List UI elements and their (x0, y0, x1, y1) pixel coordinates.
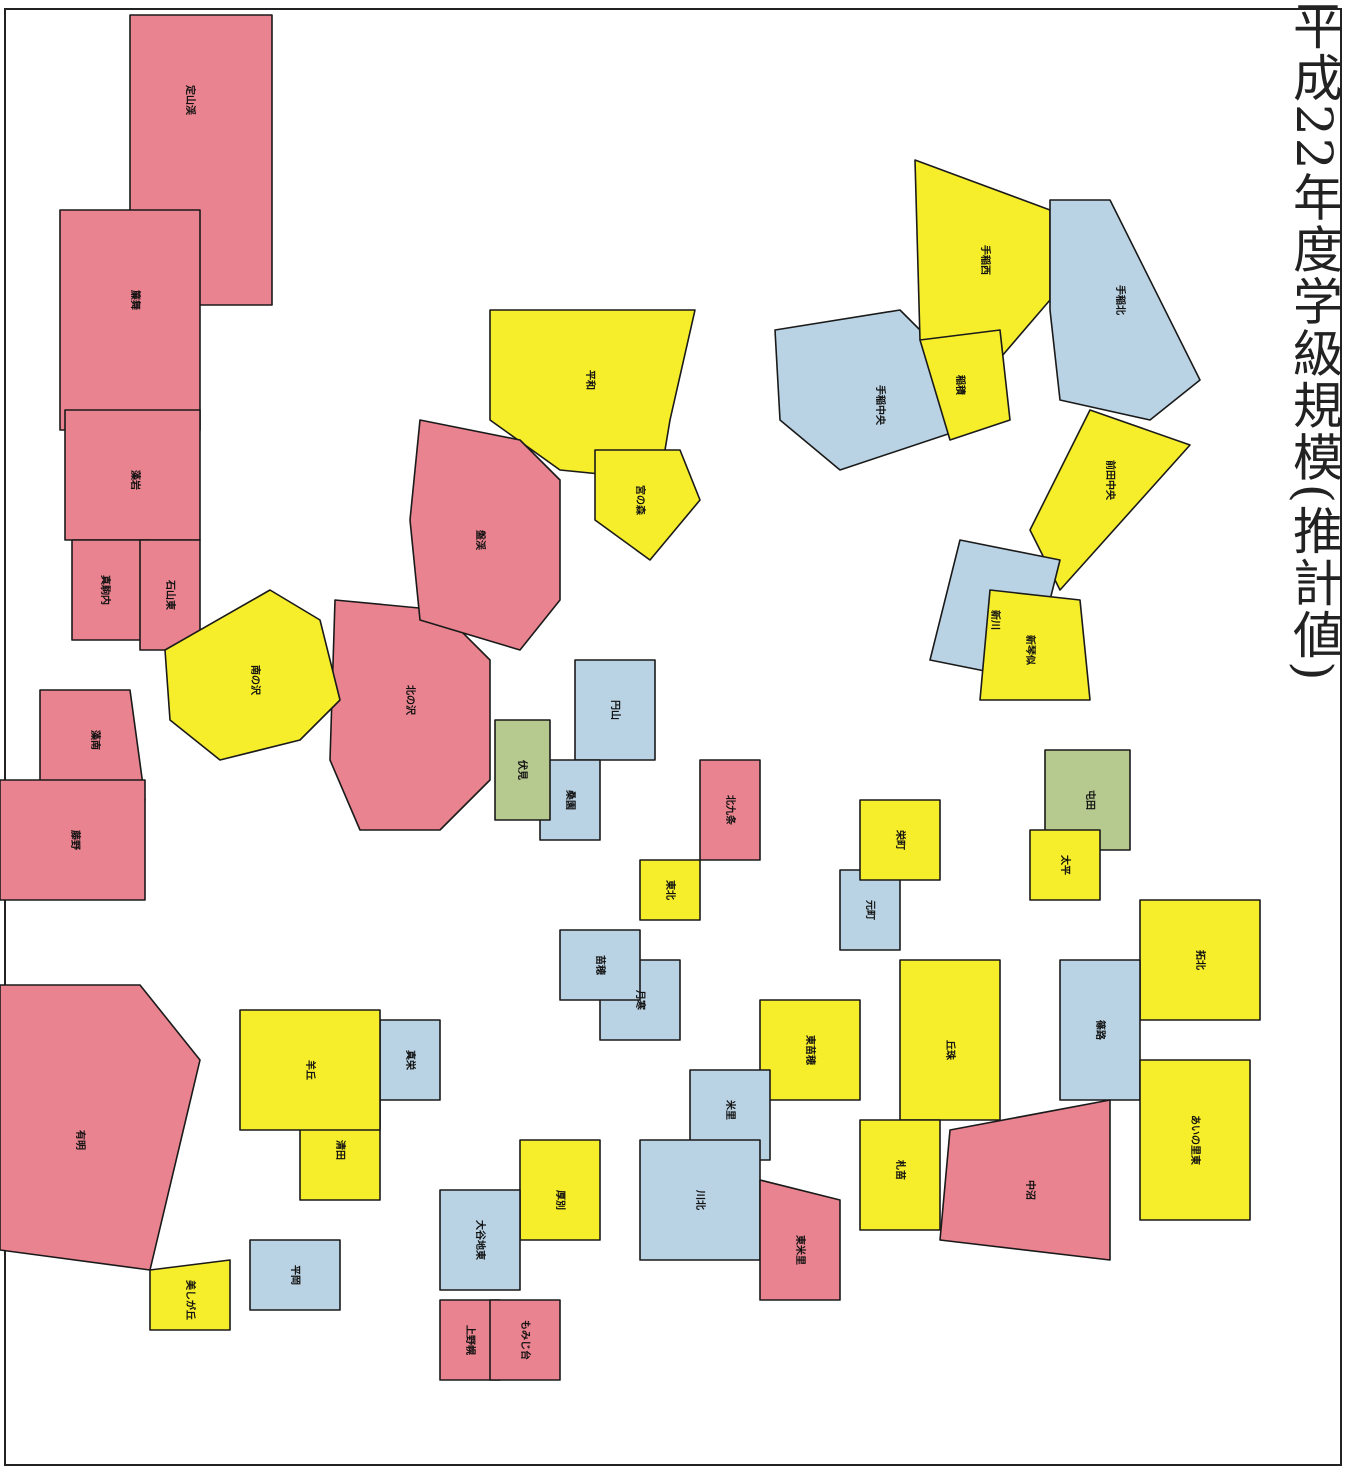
district-label: 月寒 (634, 989, 647, 1011)
district-label: 真駒内 (99, 575, 112, 605)
district-label: 手稲北 (1114, 285, 1127, 315)
map-frame (4, 8, 1342, 1466)
district-label: 丘珠 (944, 1040, 957, 1061)
district-label: 太平 (1059, 854, 1072, 875)
district-label: 羊丘 (304, 1060, 317, 1080)
district-label: 平岡 (289, 1265, 301, 1285)
district-region (979, 589, 1091, 701)
district-label: 北九条 (724, 795, 737, 826)
district-label: 平和 (584, 370, 597, 390)
district-label: 稲積 (954, 375, 967, 396)
district-label: 手稲西 (979, 245, 992, 275)
district-label: 南の沢 (249, 665, 262, 696)
district-region (594, 449, 701, 561)
district-region (1044, 749, 1131, 851)
district-label: 手稲中央 (874, 385, 887, 426)
district-label: 桑園 (564, 789, 576, 810)
district-region (439, 1189, 521, 1291)
district-region (164, 589, 341, 761)
district-region (1139, 1059, 1251, 1221)
district-region (759, 999, 861, 1101)
district-region (559, 929, 641, 1001)
district-label: 中沼 (1024, 1180, 1037, 1200)
district-label: 定山渓 (184, 85, 197, 116)
district-region (0, 984, 201, 1271)
district-region (0, 779, 146, 901)
district-label: 上野幌 (464, 1325, 477, 1355)
district-label: 元町 (864, 900, 876, 920)
district-label: 盤渓 (474, 529, 487, 551)
district-label: 藻南 (89, 730, 102, 750)
district-label: 真栄 (404, 1050, 417, 1071)
district-region (239, 1009, 381, 1131)
district-region (574, 659, 656, 761)
district-region (699, 759, 761, 861)
district-label: 美しが丘 (184, 1280, 197, 1320)
district-region (1029, 829, 1101, 901)
district-region (1049, 199, 1201, 421)
district-label: 円山 (609, 700, 622, 720)
district-label: 東米里 (794, 1235, 807, 1265)
district-label: 札苗 (894, 1159, 907, 1180)
district-label: 東北 (664, 880, 677, 900)
map-title: 平成22年度学級規模(推計値) (1285, 0, 1343, 683)
district-region (149, 1259, 231, 1331)
district-label: 伏見 (516, 759, 529, 780)
district-label: 前田中央 (1104, 460, 1117, 501)
district-label: 厚別 (554, 1190, 567, 1210)
district-region (1029, 409, 1191, 591)
district-label: 栄町 (894, 829, 907, 850)
district-label: 藻岩 (129, 470, 142, 490)
district-label: 宮の森 (634, 485, 647, 516)
district-label: 東苗穂 (804, 1035, 817, 1065)
district-region (689, 1069, 771, 1161)
district-label: 大谷地東 (474, 1220, 487, 1260)
district-regions (0, 14, 1261, 1381)
district-label: 川北 (694, 1189, 707, 1210)
district-label: 新琴似 (1024, 635, 1037, 665)
district-region (59, 209, 201, 431)
district-label: 石山東 (164, 579, 177, 610)
district-region (249, 1239, 341, 1311)
district-label: 屯田 (1084, 790, 1097, 810)
district-label: 新川 (989, 610, 1002, 630)
district-region (71, 539, 151, 641)
district-region (859, 799, 941, 881)
district-label: もみじ台 (519, 1320, 532, 1360)
district-label: 米里 (724, 1100, 737, 1120)
district-label: 北の沢 (404, 685, 417, 716)
district-label: 篠路 (1094, 1020, 1107, 1041)
district-label: 有明 (74, 1130, 87, 1150)
district-region (859, 1119, 941, 1231)
district-region (759, 1179, 841, 1301)
district-region (639, 859, 701, 921)
district-region (939, 1099, 1111, 1261)
district-region (489, 1299, 561, 1381)
district-label: 清田 (334, 1140, 347, 1160)
district-label: 苗穂 (594, 955, 607, 975)
district-region (914, 159, 1051, 371)
district-region (494, 719, 551, 821)
district-region (919, 329, 1011, 441)
district-region (409, 419, 561, 651)
district-label: あいの里東 (1189, 1115, 1202, 1165)
district-label: 拓北 (1194, 950, 1207, 970)
district-label: 簾舞 (129, 289, 142, 310)
district-label: 藤野 (69, 830, 82, 850)
